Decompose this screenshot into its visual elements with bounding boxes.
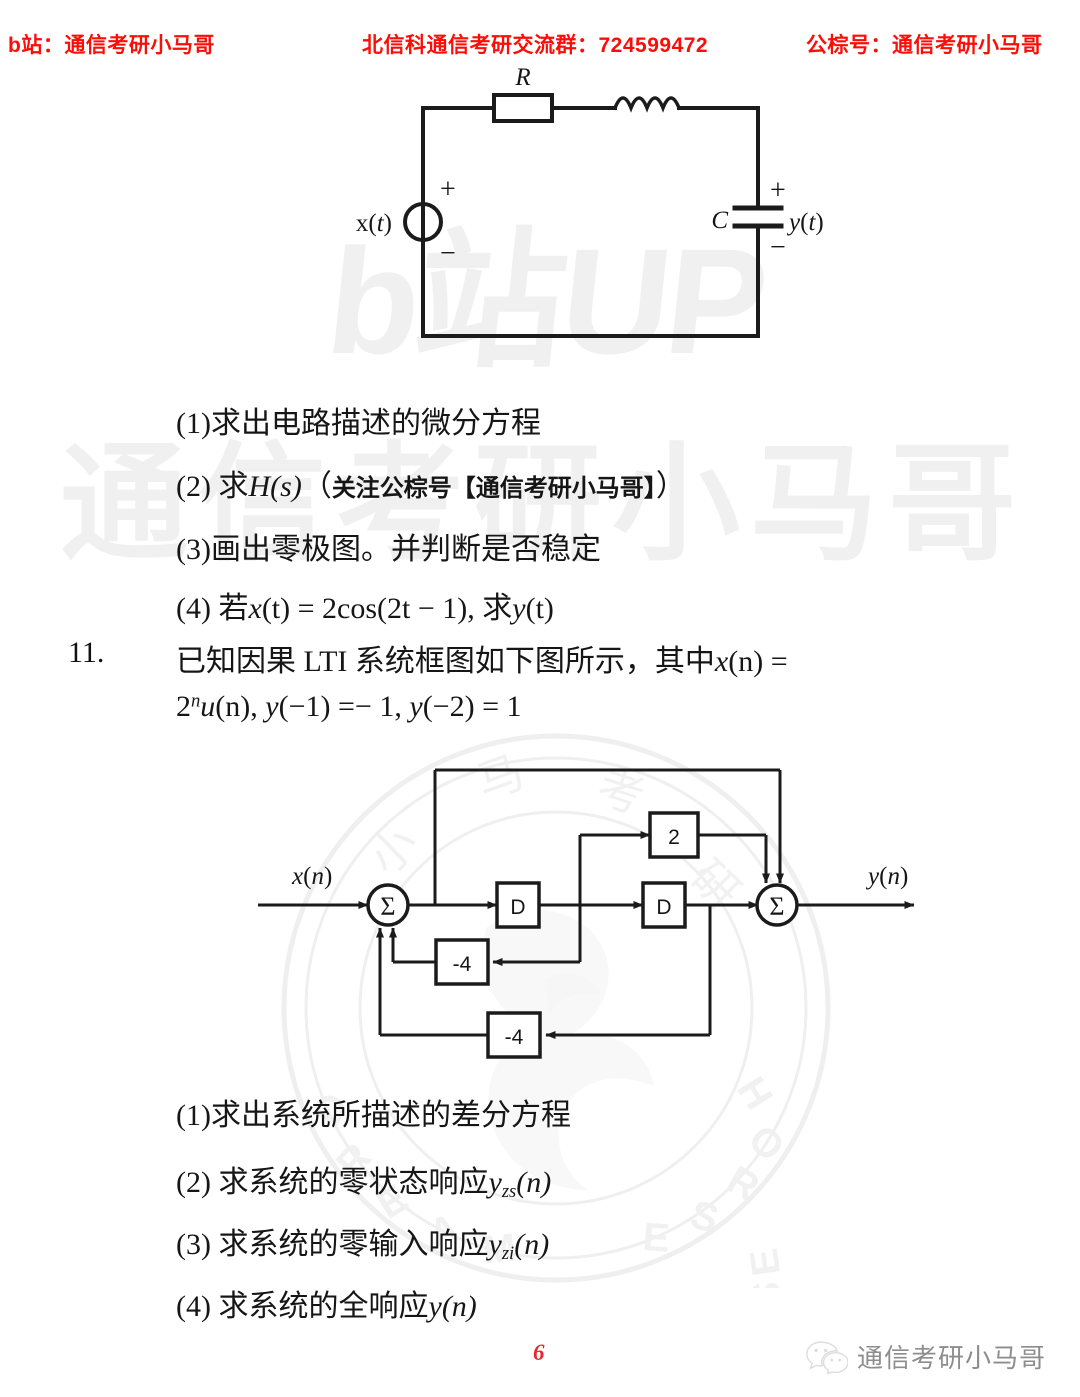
q11-base-2: 2 bbox=[176, 690, 191, 723]
q10-item-2-prefix: (2) 求 bbox=[176, 470, 249, 503]
gain-block-2 bbox=[648, 811, 700, 859]
q10-item-4-x: x bbox=[248, 592, 262, 625]
svg-text:E: E bbox=[641, 1215, 671, 1261]
svg-text:O: O bbox=[740, 1117, 793, 1170]
delay-block-2 bbox=[641, 881, 687, 929]
q10-item-2-h: H bbox=[248, 470, 271, 503]
q11-item-2-n: (n) bbox=[516, 1166, 552, 1199]
q10-item-2-inner-note: 关注公棕号【通信考研小马哥】 bbox=[331, 475, 656, 502]
q10-item-2-paren-close: ） bbox=[655, 470, 686, 503]
q11-item-1-text: 求出系统所描述的差分方程 bbox=[210, 1099, 571, 1132]
q11-stem-n: (n) = bbox=[728, 645, 788, 678]
q10-item-1-number: (1) bbox=[176, 407, 211, 440]
q11-u-func: u bbox=[200, 690, 216, 723]
q11-y1: y bbox=[265, 690, 279, 723]
footer-brand: 通信考研小马哥 bbox=[806, 1338, 1046, 1375]
q11-item-4-n: (n) bbox=[441, 1290, 477, 1323]
summer-right-label: Σ bbox=[769, 892, 784, 921]
q10-item-4-equation: (t) = 2cos(2t − 1), 求 bbox=[261, 592, 513, 625]
footer-brand-text: 通信考研小马哥 bbox=[857, 1343, 1047, 1373]
gain-block-minus4-upper bbox=[434, 938, 490, 986]
q10-item-1: (1)求出电路描述的微分方程 bbox=[176, 398, 541, 442]
wechat-icon bbox=[806, 1340, 848, 1374]
q11-item-4-y: y bbox=[428, 1290, 442, 1323]
q11-stem-line-1: 已知因果 LTI 系统框图如下图所示，其中x(n) = bbox=[176, 636, 788, 680]
capacitor-label: C bbox=[711, 207, 728, 234]
q11-item-2: (2) 求系统的零状态响应yzs(n) bbox=[176, 1157, 551, 1203]
q10-item-2-paren-open: （ bbox=[301, 470, 332, 503]
page-number: 6 bbox=[533, 1340, 545, 1365]
q10-item-4-t: (t) bbox=[525, 592, 554, 625]
q10-item-3-number: (3) bbox=[176, 533, 211, 566]
q11-item-2-y: y bbox=[488, 1166, 502, 1199]
header-bilibili-text: b站：通信考研小马哥 bbox=[8, 34, 215, 57]
q11-y2: y bbox=[409, 690, 423, 723]
q11-item-1-number: (1) bbox=[176, 1099, 211, 1132]
rlc-circuit-diagram: R x(t) + − C + − y(t) bbox=[330, 66, 890, 366]
q11-exponent-n: n bbox=[191, 690, 201, 712]
gain-block-minus4-lower bbox=[486, 1011, 542, 1059]
q11-item-3: (3) 求系统的零输入响应yzi(n) bbox=[176, 1219, 549, 1265]
source-minus-sign: − bbox=[440, 238, 456, 269]
q10-item-4: (4) 若x(t) = 2cos(2t − 1), 求y(t) bbox=[176, 583, 554, 627]
q11-item-4-prefix: (4) 求系统的全响应 bbox=[176, 1290, 429, 1323]
q11-stem-x: x bbox=[714, 645, 729, 678]
q11-u-arg: (n), bbox=[215, 690, 266, 723]
svg-text:S: S bbox=[686, 1192, 724, 1242]
lti-block-diagram: D D 2 -4 -4 Σ Σ x(n) y(n) bbox=[250, 750, 930, 1080]
summer-left-label: Σ bbox=[380, 892, 395, 921]
q10-item-3: (3)画出零极图。并判断是否稳定 bbox=[176, 524, 601, 568]
q11-item-3-subscript: zi bbox=[501, 1243, 515, 1265]
q11-number: 11. bbox=[68, 636, 105, 669]
q11-item-1: (1)求出系统所描述的差分方程 bbox=[176, 1090, 571, 1134]
q11-item-2-subscript: zs bbox=[501, 1181, 517, 1203]
delay-block-1-label: D bbox=[510, 896, 525, 919]
q10-item-4-prefix: (4) 若 bbox=[176, 592, 249, 625]
capacitor-minus-sign: − bbox=[770, 232, 786, 263]
output-label: y(t) bbox=[786, 209, 824, 236]
source-plus-sign: + bbox=[440, 174, 456, 205]
q11-y2-value: (−2) = 1 bbox=[422, 690, 522, 723]
q10-item-4-y: y bbox=[512, 592, 526, 625]
header-wechat-text: 公棕号：通信考研小马哥 bbox=[806, 34, 1043, 57]
q10-item-2-s: (s) bbox=[270, 470, 302, 503]
capacitor-plus-sign: + bbox=[770, 175, 786, 206]
source-label: x(t) bbox=[356, 210, 392, 237]
header-qq-group-text: 北信科通信考研交流群：724599472 bbox=[362, 34, 709, 57]
q11-item-2-prefix: (2) 求系统的零状态响应 bbox=[176, 1166, 489, 1199]
gain-block-2-label: 2 bbox=[668, 826, 680, 849]
resistor-label: R bbox=[514, 66, 530, 91]
block-output-label: y(n) bbox=[865, 863, 908, 890]
delay-block-1 bbox=[495, 881, 541, 929]
q10-item-3-text: 画出零极图。并判断是否稳定 bbox=[210, 533, 601, 566]
summer-right bbox=[755, 883, 799, 927]
page-header-banner: b站：通信考研小马哥 北信科通信考研交流群：724599472 公棕号：通信考研… bbox=[0, 26, 1080, 62]
q11-y1-value: (−1) =− 1, bbox=[278, 690, 410, 723]
q11-item-3-y: y bbox=[488, 1228, 502, 1261]
q11-item-3-prefix: (3) 求系统的零输入响应 bbox=[176, 1228, 489, 1261]
summer-left bbox=[366, 883, 410, 927]
svg-text:R: R bbox=[720, 1158, 767, 1211]
delay-block-2-label: D bbox=[656, 896, 671, 919]
gain-minus4-lower-label: -4 bbox=[505, 1026, 524, 1049]
q11-item-4: (4) 求系统的全响应y(n) bbox=[176, 1281, 477, 1325]
q10-item-2: (2) 求H(s)（关注公棕号【通信考研小马哥】） bbox=[176, 461, 686, 505]
q10-item-1-text: 求出电路描述的微分方程 bbox=[210, 407, 541, 440]
q11-item-3-n: (n) bbox=[514, 1228, 550, 1261]
q11-stem-line-2: 2nu(n), y(−1) =− 1, y(−2) = 1 bbox=[176, 690, 522, 724]
block-input-label: x(n) bbox=[291, 863, 332, 890]
gain-minus4-upper-label: -4 bbox=[453, 953, 472, 976]
q11-stem-text-a: 已知因果 LTI 系统框图如下图所示，其中 bbox=[176, 645, 715, 678]
